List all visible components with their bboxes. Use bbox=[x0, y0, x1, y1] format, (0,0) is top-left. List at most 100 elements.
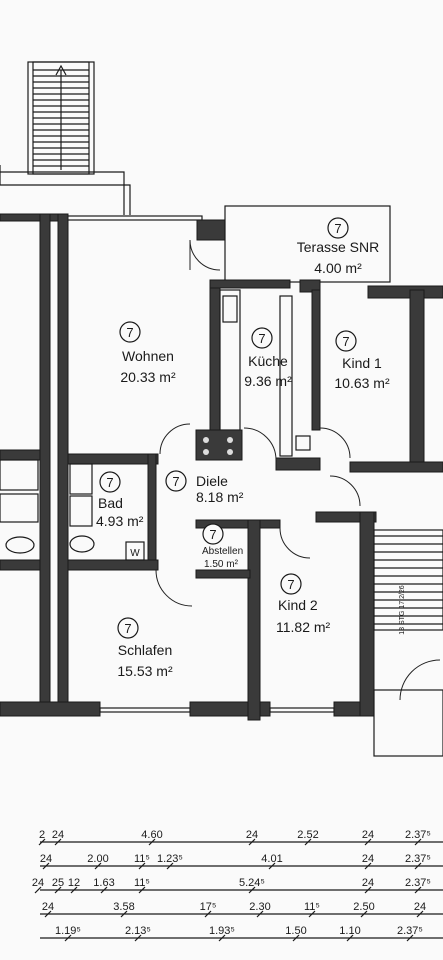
room-name: Bad bbox=[98, 495, 123, 511]
dimension-value: 2.37⁵ bbox=[397, 925, 423, 937]
dimension-value: 2.00 bbox=[87, 853, 108, 865]
room-number-circle bbox=[202, 523, 224, 545]
dimension-tick bbox=[94, 862, 102, 870]
room-number-circle bbox=[99, 471, 121, 493]
dimension-tick bbox=[364, 886, 372, 894]
dimension-tick bbox=[364, 862, 372, 870]
dimension-tick bbox=[248, 838, 256, 846]
dimension-tick bbox=[414, 838, 422, 846]
dimension-value: 24 bbox=[32, 877, 44, 889]
dimension-tick bbox=[218, 934, 226, 942]
room-number: 7 bbox=[106, 475, 113, 490]
room-number-circle bbox=[165, 470, 187, 492]
dimension-value: 2.13⁵ bbox=[125, 925, 151, 937]
dimension-tick bbox=[414, 862, 422, 870]
dimension-value: 2.50 bbox=[353, 901, 374, 913]
room-name: Diele bbox=[196, 473, 228, 489]
bathroom-fixtures bbox=[0, 459, 145, 561]
dimension-tick bbox=[406, 934, 414, 942]
dimension-value: 25 bbox=[52, 877, 64, 889]
dimension-value: 24 bbox=[362, 829, 374, 841]
room-name: Abstellen bbox=[202, 546, 243, 557]
dimension-value: 1.19⁵ bbox=[55, 925, 81, 937]
room-area: 20.33 m² bbox=[120, 369, 176, 385]
dimension-tick bbox=[304, 838, 312, 846]
dimension-value: 2.37⁵ bbox=[405, 829, 431, 841]
dimension-value: 4.60 bbox=[141, 829, 162, 841]
right-staircase bbox=[373, 529, 443, 757]
room-area: 9.36 m² bbox=[244, 373, 292, 389]
dimension-value: 4.01 bbox=[261, 853, 282, 865]
room-number-circle bbox=[335, 330, 357, 352]
dimension-tick bbox=[364, 838, 372, 846]
dimension-value: 1.93⁵ bbox=[209, 925, 235, 937]
room-name: Terasse SNR bbox=[297, 239, 379, 255]
room-number-circle bbox=[117, 617, 139, 639]
room-area: 4.00 m² bbox=[314, 260, 362, 276]
kitchen-fixtures bbox=[195, 289, 311, 461]
room-number: 7 bbox=[172, 474, 179, 489]
dimension-tick bbox=[54, 838, 62, 846]
dimension-tick bbox=[70, 886, 78, 894]
dimension-value: 3.58 bbox=[113, 901, 134, 913]
dimension-value: 5.24⁵ bbox=[239, 877, 265, 889]
dimension-tick bbox=[34, 886, 42, 894]
dimension-value: 2 bbox=[39, 829, 45, 841]
dimension-tick bbox=[138, 886, 146, 894]
room-name: Kind 1 bbox=[342, 355, 382, 371]
room-area: 10.63 m² bbox=[334, 375, 390, 391]
room-number: 7 bbox=[258, 331, 265, 346]
dimension-tick bbox=[148, 838, 156, 846]
dimension-tick bbox=[134, 934, 142, 942]
dimension-tick bbox=[256, 910, 264, 918]
stair-label: 13 STG 17,2/26 bbox=[399, 585, 406, 635]
dimension-tick bbox=[44, 910, 52, 918]
dimension-tick bbox=[138, 862, 146, 870]
room-area: 11.82 m² bbox=[276, 619, 331, 635]
dimension-value: 11⁵ bbox=[134, 877, 150, 889]
dimension-tick bbox=[416, 910, 424, 918]
dimension-value: 1.63 bbox=[93, 877, 114, 889]
dimension-tick bbox=[204, 910, 212, 918]
room-number: 7 bbox=[126, 325, 133, 340]
dimension-value: 24 bbox=[414, 901, 426, 913]
room-area: 15.53 m² bbox=[117, 663, 173, 679]
dimension-tick bbox=[38, 838, 46, 846]
dimension-value: 24 bbox=[52, 829, 64, 841]
dimension-value: 11⁵ bbox=[134, 853, 150, 865]
room-name: Kind 2 bbox=[278, 597, 318, 613]
dimension-tick bbox=[54, 886, 62, 894]
room-number: 7 bbox=[287, 577, 294, 592]
room-number: 7 bbox=[209, 527, 216, 542]
dimension-value: 24 bbox=[246, 829, 258, 841]
dimension-value: 24 bbox=[362, 853, 374, 865]
dimension-value: 2.52 bbox=[297, 829, 318, 841]
dimension-tick bbox=[166, 862, 174, 870]
dimension-value: 2.37⁵ bbox=[405, 877, 431, 889]
room-area: 1.50 m² bbox=[204, 559, 239, 570]
dimension-value: 1.23⁵ bbox=[157, 853, 183, 865]
room-number: 7 bbox=[334, 221, 341, 236]
dimension-tick bbox=[248, 886, 256, 894]
washer-label: W bbox=[130, 548, 140, 559]
dimension-value: 12 bbox=[68, 877, 80, 889]
room-name: Wohnen bbox=[122, 348, 174, 364]
dimension-value: 17⁵ bbox=[200, 901, 217, 913]
dimension-tick bbox=[346, 934, 354, 942]
dimension-tick bbox=[292, 934, 300, 942]
dimension-tick bbox=[308, 910, 316, 918]
dimension-tick bbox=[100, 886, 108, 894]
room-number-circle bbox=[251, 327, 273, 349]
top-staircase bbox=[0, 61, 131, 215]
dimension-value: 1.50 bbox=[285, 925, 306, 937]
